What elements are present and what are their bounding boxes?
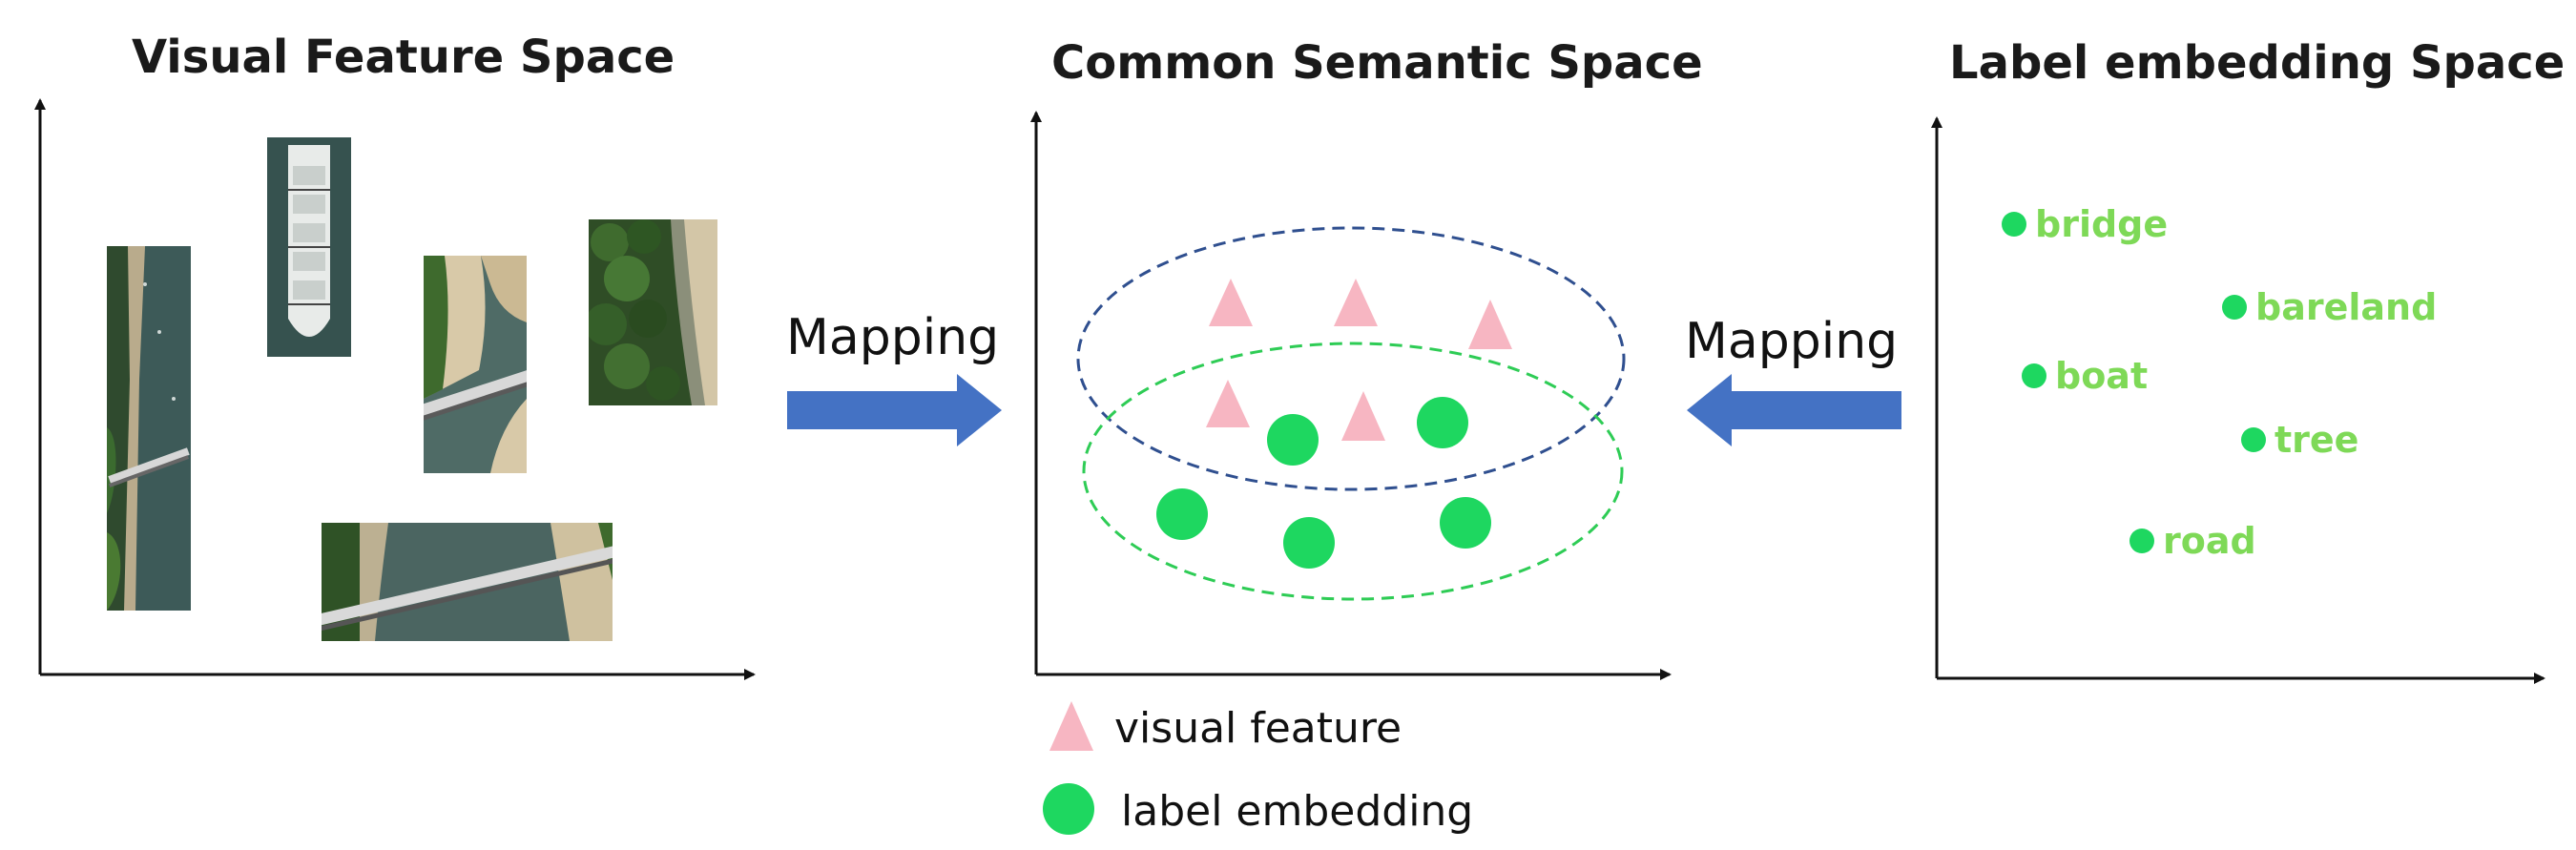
node-label-tree: tree (2275, 419, 2358, 461)
aerial-image-tree (589, 219, 717, 405)
legend-visual-feature-text: visual feature (1114, 704, 1402, 753)
common-space-axes (1030, 111, 1672, 680)
visual-feature-triangle (1334, 279, 1378, 326)
visual-feature-triangle (1206, 380, 1250, 427)
mapping-arrow-right (787, 374, 1002, 446)
node-label-road: road (2163, 520, 2256, 562)
label-embedding-circle (1283, 517, 1335, 569)
label-embedding-circle (1417, 397, 1468, 448)
label-embedding-circle (1156, 488, 1208, 540)
node-dot (2222, 295, 2247, 320)
label-embedding-circle (1267, 414, 1319, 466)
label-space-axes (1931, 116, 2545, 684)
visual-feature-points (1206, 279, 1512, 441)
node-label-bridge: bridge (2035, 203, 2168, 245)
mapping-label-right: Mapping (1685, 313, 1899, 370)
visual-feature-triangle (1468, 300, 1512, 349)
node-dot (2129, 529, 2154, 553)
label-embedding-circle (1440, 497, 1491, 549)
visual-space-axes (34, 98, 756, 680)
node-dot (2002, 212, 2026, 237)
visual-feature-triangle (1341, 391, 1385, 441)
mapping-label-left: Mapping (786, 309, 1000, 366)
label-embedding-cluster (1082, 342, 1624, 601)
node-dot (2022, 363, 2046, 388)
label-space-nodes: bridge bareland boat tree road (2002, 203, 2437, 562)
visual-feature-space-title: Visual Feature Space (132, 31, 675, 84)
label-embedding-points (1156, 397, 1491, 569)
node-label-bareland: bareland (2255, 286, 2437, 328)
aerial-image-bareland (424, 256, 527, 473)
legend-label-embedding-text: label embedding (1121, 787, 1474, 836)
legend-circle-icon (1043, 783, 1094, 835)
aerial-image-bridge-tall (107, 246, 191, 611)
common-semantic-space-title: Common Semantic Space (1051, 36, 1703, 90)
visual-feature-cluster (1076, 226, 1626, 491)
visual-feature-triangle (1209, 279, 1253, 326)
aerial-image-road (322, 523, 613, 641)
aerial-image-boat (267, 137, 351, 357)
mapping-arrow-left (1687, 374, 1901, 446)
legend-triangle-icon (1049, 701, 1093, 751)
node-label-boat: boat (2055, 355, 2148, 397)
node-dot (2241, 427, 2266, 452)
label-embedding-space-title: Label embedding Space (1949, 36, 2566, 90)
